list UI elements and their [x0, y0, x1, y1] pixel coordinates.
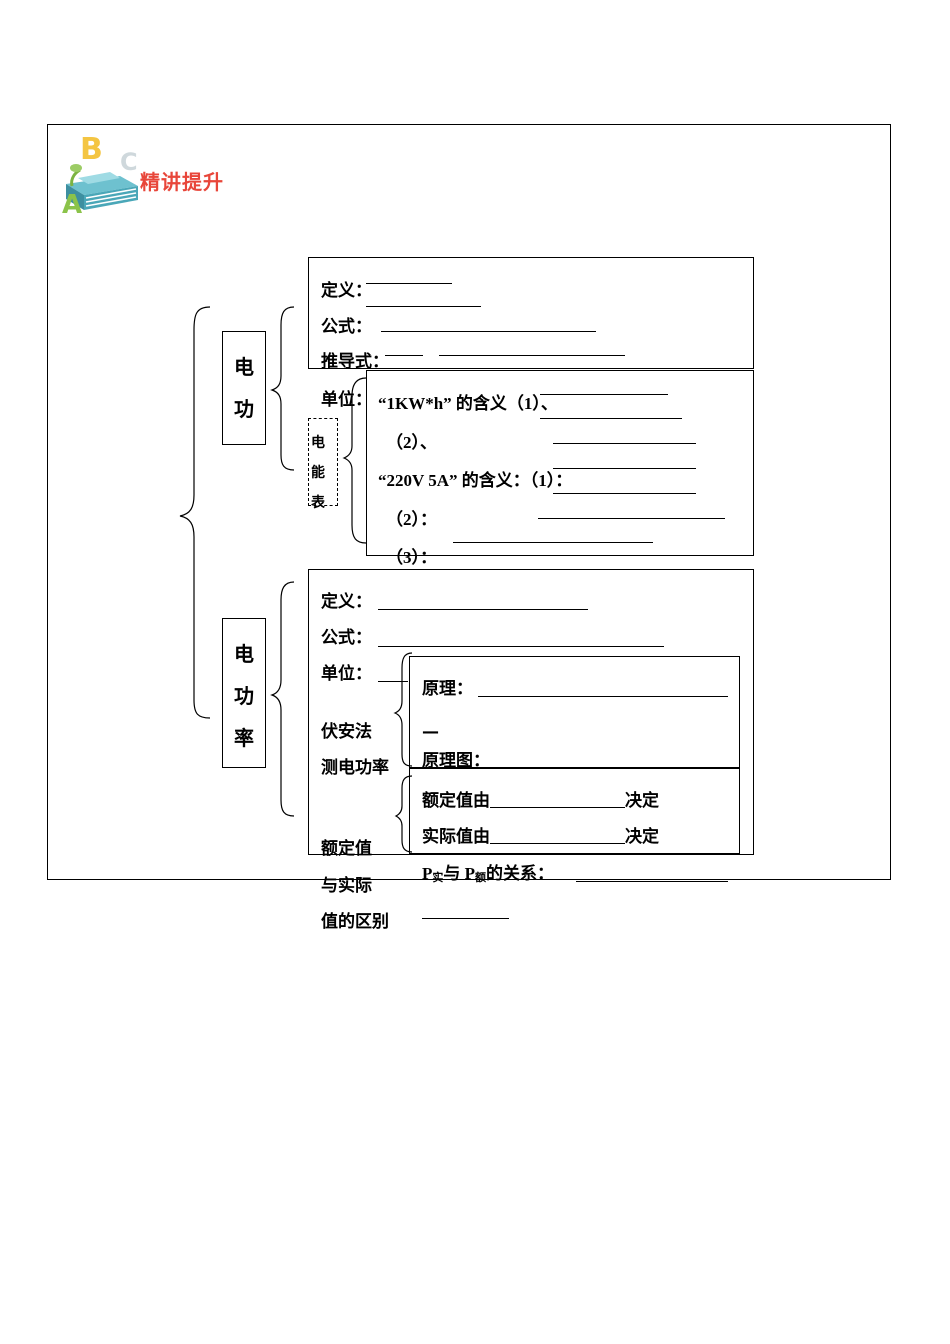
- meter-brace: [342, 377, 367, 544]
- kwh-blank-2[interactable]: [553, 443, 696, 444]
- rating-blank-3[interactable]: [453, 542, 653, 543]
- power-unit-label: 单位：: [321, 664, 372, 684]
- relation-sub-actual: 实: [432, 871, 444, 884]
- header-logo: B C A: [58, 132, 144, 222]
- meter-char-3: 表: [311, 495, 325, 511]
- rating-blank-1a[interactable]: [553, 468, 696, 469]
- rating-item-3-text: （3）：: [386, 548, 437, 567]
- rating-blank-1b[interactable]: [553, 493, 696, 494]
- rating-blank-2[interactable]: [538, 518, 725, 519]
- work-derived-blank-a[interactable]: [385, 355, 423, 356]
- work-brace: [270, 306, 295, 471]
- rated-actual-label-line-1: 额定值: [321, 839, 372, 859]
- logo-letter-c: C: [120, 148, 138, 176]
- actual-blank[interactable]: [490, 827, 625, 844]
- work-formula-label: 公式：: [321, 317, 372, 337]
- relation-line: P实与 P额的关系：: [422, 864, 554, 888]
- work-definition-blank-b[interactable]: [366, 306, 481, 307]
- rated-actual-label-line-3: 值的区别: [321, 912, 389, 932]
- rated-blank[interactable]: [490, 791, 625, 808]
- work-formula-blank[interactable]: [381, 331, 596, 332]
- rated-brace: [394, 775, 413, 853]
- power-formula-label: 公式：: [321, 628, 372, 648]
- relation-suffix: 的关系：: [486, 864, 555, 884]
- electric-work-char-2: 功: [234, 397, 254, 421]
- power-brace: [270, 581, 295, 817]
- logo-letter-a: A: [62, 190, 83, 220]
- power-definition-label: 定义：: [321, 592, 372, 612]
- work-derived-label: 推导式：: [321, 352, 389, 372]
- power-content-box: [308, 569, 754, 855]
- kwh-meaning-text: “1KW*h” 的含义（1）、: [378, 394, 558, 413]
- rated-actual-label-line-2: 与实际: [321, 876, 372, 896]
- relation-blank-continued[interactable]: [422, 918, 509, 919]
- voltammetry-label-line-1: 伏安法: [321, 722, 372, 742]
- kwh-item-2-text: （2）、: [386, 433, 437, 452]
- rated-actual-box: [409, 768, 740, 854]
- power-definition-blank[interactable]: [378, 609, 588, 610]
- logo-letter-b: B: [80, 132, 103, 167]
- actual-suffix: 决定: [625, 827, 659, 847]
- main-brace: [179, 306, 211, 719]
- work-derived-blank-b[interactable]: [439, 355, 625, 356]
- electric-work-label-box: 电 功: [222, 331, 266, 445]
- relation-mid: 与 P: [443, 864, 476, 883]
- principle-diagram-label: 原理图：: [422, 751, 490, 771]
- work-unit-label: 单位：: [321, 390, 372, 410]
- rating-meaning-text: “220V 5A” 的含义：（1）：: [378, 471, 573, 490]
- meter-char-1: 电: [311, 435, 325, 451]
- work-definition-label: 定义：: [321, 281, 372, 301]
- section-title: 精讲提升: [140, 170, 224, 194]
- content-frame: [47, 124, 891, 880]
- principle-blank[interactable]: [478, 696, 728, 697]
- rating-item-2-text: （2）：: [386, 510, 437, 529]
- work-content-box: [308, 257, 754, 369]
- power-unit-blank[interactable]: [378, 681, 408, 682]
- rated-line: 额定值由 决定: [422, 791, 659, 811]
- meter-label-text: 电 能 表: [308, 428, 328, 518]
- actual-prefix: 实际值由: [422, 827, 490, 847]
- principle-dash: —: [422, 722, 439, 742]
- relation-blank[interactable]: [576, 881, 728, 882]
- kwh-blank-1a[interactable]: [540, 394, 668, 395]
- work-definition-blank-a[interactable]: [366, 283, 452, 284]
- meter-content-box: [366, 370, 754, 556]
- relation-p: P: [422, 864, 433, 883]
- principle-label: 原理：: [422, 679, 473, 699]
- meter-label-box: [308, 418, 338, 506]
- kwh-blank-1b[interactable]: [540, 418, 682, 419]
- voltammetry-label-line-2: 测电功率: [321, 758, 389, 778]
- rated-prefix: 额定值由: [422, 791, 490, 811]
- meter-char-2: 能: [311, 465, 325, 481]
- rated-suffix: 决定: [625, 791, 659, 811]
- electric-work-char-1: 电: [234, 355, 254, 379]
- voltammetry-brace: [393, 652, 413, 767]
- books-abc-icon: [66, 164, 138, 210]
- actual-line: 实际值由 决定: [422, 827, 659, 847]
- electric-power-char-3: 率: [234, 726, 254, 750]
- electric-power-char-1: 电: [234, 642, 254, 666]
- electric-power-label-box: 电 功 率: [222, 618, 266, 768]
- relation-sub-rated: 额: [475, 871, 487, 884]
- power-formula-blank[interactable]: [378, 646, 664, 647]
- electric-power-char-2: 功: [234, 684, 254, 708]
- voltammetry-box: [409, 656, 740, 768]
